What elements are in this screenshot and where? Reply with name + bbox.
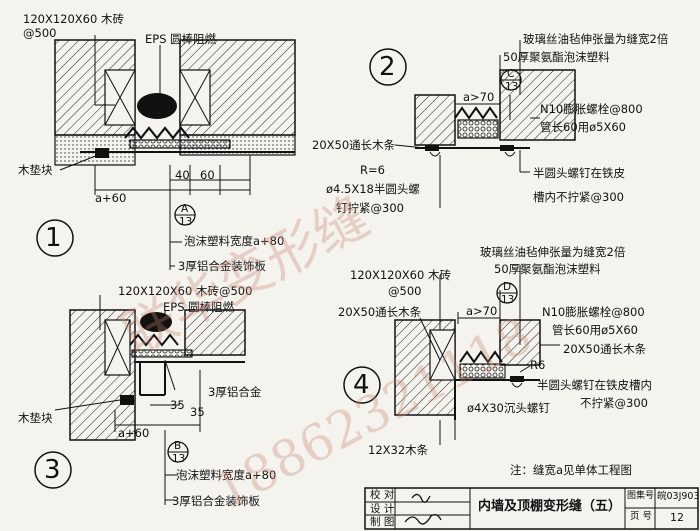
d3-block-label: 木垫块 [18, 411, 53, 425]
title-block-frame [364, 487, 699, 530]
d4-radius-label: R6 [530, 358, 546, 372]
d4-pu-foam-label: 50厚聚氨酯泡沫塑料 [494, 262, 601, 276]
d2-bolt-label: N10膨胀螺栓@800 [540, 102, 643, 116]
d2-rivet-label-2: 槽内不拧紧@300 [533, 190, 624, 204]
d3-brick-label: 120X120X60 木砖@500 [118, 284, 253, 298]
d4-rivet-label-2: 不拧紧@300 [580, 396, 648, 410]
d3-ref-top: B [174, 440, 182, 452]
tb-row3-label: 制 图 [370, 516, 395, 528]
d2-ref-bottom: 13 [505, 81, 519, 93]
d1-brick-spacing: @500 [23, 26, 57, 40]
d4-strip-right-label: 20X50通长木条 [563, 342, 647, 356]
tb-page-label: 页 号 [630, 511, 653, 522]
d2-dim-a70: a>70 [463, 90, 495, 104]
tb-atlas-label: 图集号 [627, 491, 655, 501]
d1-block-label: 木垫块 [18, 163, 53, 177]
d3-dim-35b: 35 [190, 405, 205, 419]
d4-bolt-label: N10膨胀螺栓@800 [542, 305, 645, 319]
d3-dim-35a: 35 [170, 398, 185, 412]
detail-4-drawing [343, 265, 560, 445]
d4-pipe-label: 管长60用ø5X60 [552, 323, 638, 337]
d4-brick-label: 120X120X60 木砖 [350, 268, 451, 282]
d4-brick-spacing: @500 [388, 284, 422, 298]
d1-dim-40: 40 [175, 168, 190, 182]
detail-number-3: 3 [44, 455, 61, 485]
d2-strip-label: 20X50通长木条 [312, 138, 396, 152]
d3-aluminum-label: 3厚铝合金 [208, 385, 262, 399]
d4-strip-left-label: 20X50通长木条 [338, 305, 422, 319]
d4-batten-label: 12X32木条 [368, 443, 429, 457]
d2-glass-felt-label: 玻璃丝油毡伸张量为缝宽2倍 [523, 32, 669, 46]
d3-dim-a60: a+60 [118, 426, 150, 440]
d2-screw-label-2: 钉拧紧@300 [336, 201, 404, 215]
d4-ref-top: D [503, 281, 512, 293]
detail-3-drawing [34, 295, 246, 505]
d4-dim-a70: a>70 [466, 304, 498, 318]
detail-number-4: 4 [353, 370, 370, 400]
detail-1-drawing [36, 35, 296, 270]
drawing-note: 注：缝宽a见单体工程图 [510, 463, 633, 477]
d1-ref-top: A [181, 203, 189, 215]
d2-radius-label: R=6 [360, 163, 385, 177]
tb-row1-label: 校 对 [370, 489, 395, 501]
d1-eps-label: EPS 圆棒阻燃 [145, 32, 217, 46]
d3-panel-label: 3厚铝合金装饰板 [172, 494, 260, 508]
d2-pipe-label: 管长60用ø5X60 [540, 120, 626, 134]
d1-brick-label: 120X120X60 木砖 [23, 12, 124, 26]
d1-dim-a60: a+60 [95, 191, 127, 205]
d3-ref-bottom: 13 [172, 453, 186, 465]
detail-number-1: 1 [45, 223, 62, 253]
d4-glass-felt-label: 玻璃丝油毡伸张量为缝宽2倍 [480, 245, 626, 259]
d2-ref-top: C [507, 68, 515, 80]
tb-atlas-value: 皖03J903 [657, 491, 700, 502]
d4-rivet-label-1: 半圆头螺钉在铁皮槽内 [537, 378, 652, 392]
d2-screw-label-1: ø4.5X18半圆头螺 [326, 182, 420, 196]
tb-row2-label: 设 计 [370, 503, 395, 515]
d1-panel-label: 3厚铝合金装饰板 [178, 259, 266, 273]
detail-2-drawing [369, 40, 576, 208]
d1-dim-60: 60 [200, 168, 215, 182]
d3-eps-label: EPS 圆棒阻燃 [163, 300, 235, 314]
d1-ref-bottom: 13 [179, 216, 193, 228]
tb-page-value: 12 [670, 511, 684, 524]
d1-foam-label: 泡沫塑料宽度a+80 [184, 234, 285, 248]
d2-rivet-label-1: 半圆头螺钉在铁皮 [533, 166, 625, 180]
d2-pu-foam-label: 50厚聚氨酯泡沫塑料 [503, 50, 610, 64]
tb-title: 内墙及顶棚变形缝（五） [478, 499, 622, 514]
d4-countersunk-label: ø4X30沉头螺钉 [467, 401, 550, 415]
detail-number-2: 2 [379, 52, 396, 82]
d4-ref-bottom: 13 [501, 294, 515, 306]
d3-foam-label: 泡沫塑料宽度a+80 [176, 468, 277, 482]
